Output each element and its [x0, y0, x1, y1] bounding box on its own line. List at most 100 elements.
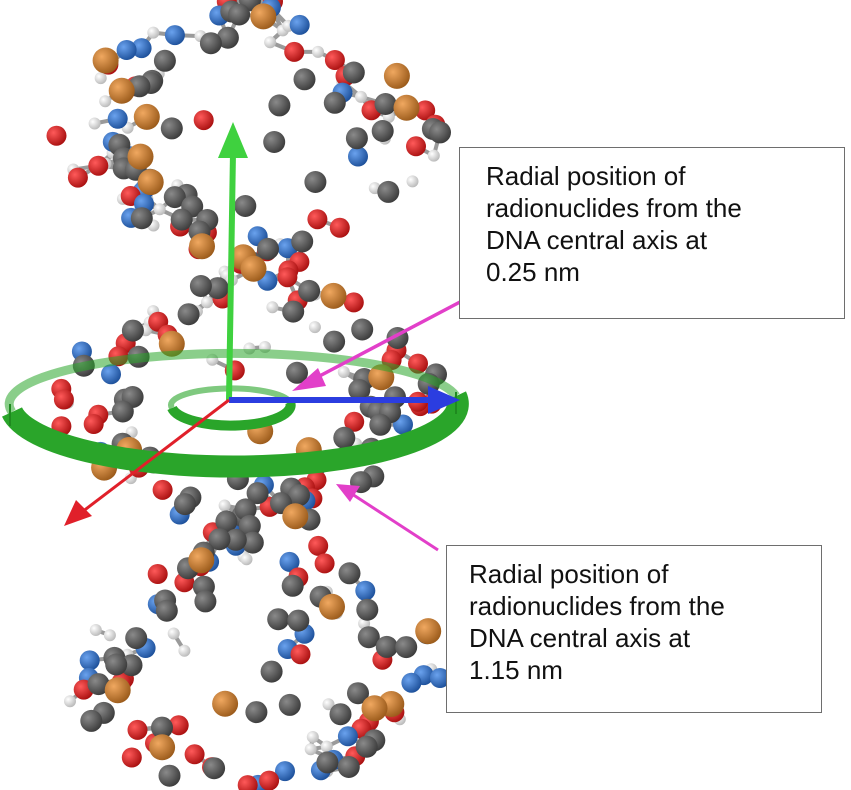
- atom: [277, 267, 298, 288]
- atom: [155, 599, 178, 622]
- atom: [329, 217, 350, 238]
- atom: [83, 414, 104, 434]
- atom: [348, 379, 371, 401]
- atom: [188, 547, 215, 574]
- pointer-bottom: [351, 492, 439, 552]
- atom: [127, 719, 148, 740]
- atom: [163, 186, 186, 209]
- atom: [194, 590, 217, 613]
- atom: [147, 564, 168, 584]
- atom: [304, 171, 327, 193]
- atom: [201, 296, 213, 309]
- atom: [234, 498, 257, 521]
- atom: [337, 726, 358, 747]
- atom: [263, 131, 286, 153]
- atom: [133, 103, 160, 130]
- atom: [80, 709, 103, 732]
- atom: [125, 627, 148, 650]
- atom: [104, 677, 131, 704]
- outer-radial-ring: [2, 348, 469, 478]
- atom: [430, 668, 450, 688]
- atom: [351, 318, 374, 341]
- atom: [208, 528, 231, 551]
- atom: [333, 426, 356, 449]
- atom: [137, 169, 164, 196]
- atom: [193, 110, 214, 131]
- atom: [307, 209, 328, 230]
- atom: [406, 175, 419, 188]
- atom: [357, 626, 380, 649]
- atom: [238, 514, 261, 537]
- atom: [329, 703, 352, 726]
- atom: [131, 38, 152, 59]
- callout-box-0-25nm: Radial position of radionuclides from th…: [459, 147, 845, 319]
- atom: [79, 650, 100, 671]
- atom: [199, 32, 222, 55]
- atom: [345, 127, 368, 150]
- atom: [287, 609, 310, 632]
- atom: [356, 598, 379, 621]
- atom: [322, 698, 335, 711]
- atom: [383, 62, 410, 89]
- atom: [288, 484, 310, 507]
- atom: [151, 716, 173, 739]
- atom: [147, 26, 160, 39]
- atom: [164, 25, 185, 46]
- atom: [189, 275, 212, 297]
- atom: [284, 41, 305, 62]
- atom: [101, 364, 121, 385]
- atom: [240, 553, 253, 566]
- atom: [121, 319, 144, 342]
- callout-top-line-1: Radial position of: [486, 161, 686, 191]
- atom: [343, 292, 364, 313]
- atom: [241, 531, 264, 554]
- atom: [347, 682, 369, 705]
- atom: [275, 761, 295, 782]
- atom: [320, 282, 347, 309]
- atom: [158, 764, 181, 787]
- atom: [105, 653, 128, 676]
- dna-molecule-atoms: [46, 0, 451, 790]
- atom: [153, 49, 176, 72]
- atom: [64, 695, 76, 708]
- atom: [395, 636, 418, 659]
- atom: [88, 155, 109, 176]
- atom: [415, 618, 442, 645]
- atom: [168, 715, 189, 736]
- callout-pointers: [292, 300, 461, 552]
- atom: [158, 330, 185, 357]
- atom: [218, 499, 231, 512]
- atom: [260, 660, 283, 683]
- atom: [323, 330, 346, 353]
- atom: [348, 146, 368, 167]
- atom: [304, 743, 317, 756]
- callout-top-line-4: 0.25 nm: [486, 257, 580, 287]
- atom: [46, 125, 67, 146]
- atom: [319, 593, 345, 620]
- atom: [108, 77, 135, 104]
- atom: [88, 117, 101, 130]
- atom: [374, 93, 397, 115]
- atom: [393, 94, 420, 121]
- callout-top-line-3: DNA central axis at: [486, 225, 708, 255]
- atom: [427, 149, 440, 162]
- atom: [371, 120, 394, 142]
- atom: [324, 50, 345, 70]
- atom: [234, 195, 257, 217]
- atom: [216, 26, 239, 49]
- atom: [290, 644, 311, 665]
- atom: [278, 693, 301, 716]
- atom: [89, 624, 102, 636]
- atom: [415, 100, 436, 121]
- atom: [406, 136, 426, 157]
- atom: [361, 695, 388, 722]
- atom: [279, 551, 300, 572]
- atom: [240, 255, 267, 282]
- callout-bottom-line-1: Radial position of: [469, 559, 669, 589]
- atom: [250, 3, 277, 30]
- coordinate-axes: [64, 122, 460, 526]
- atom: [369, 413, 392, 436]
- atom: [103, 629, 116, 642]
- atom: [323, 91, 346, 114]
